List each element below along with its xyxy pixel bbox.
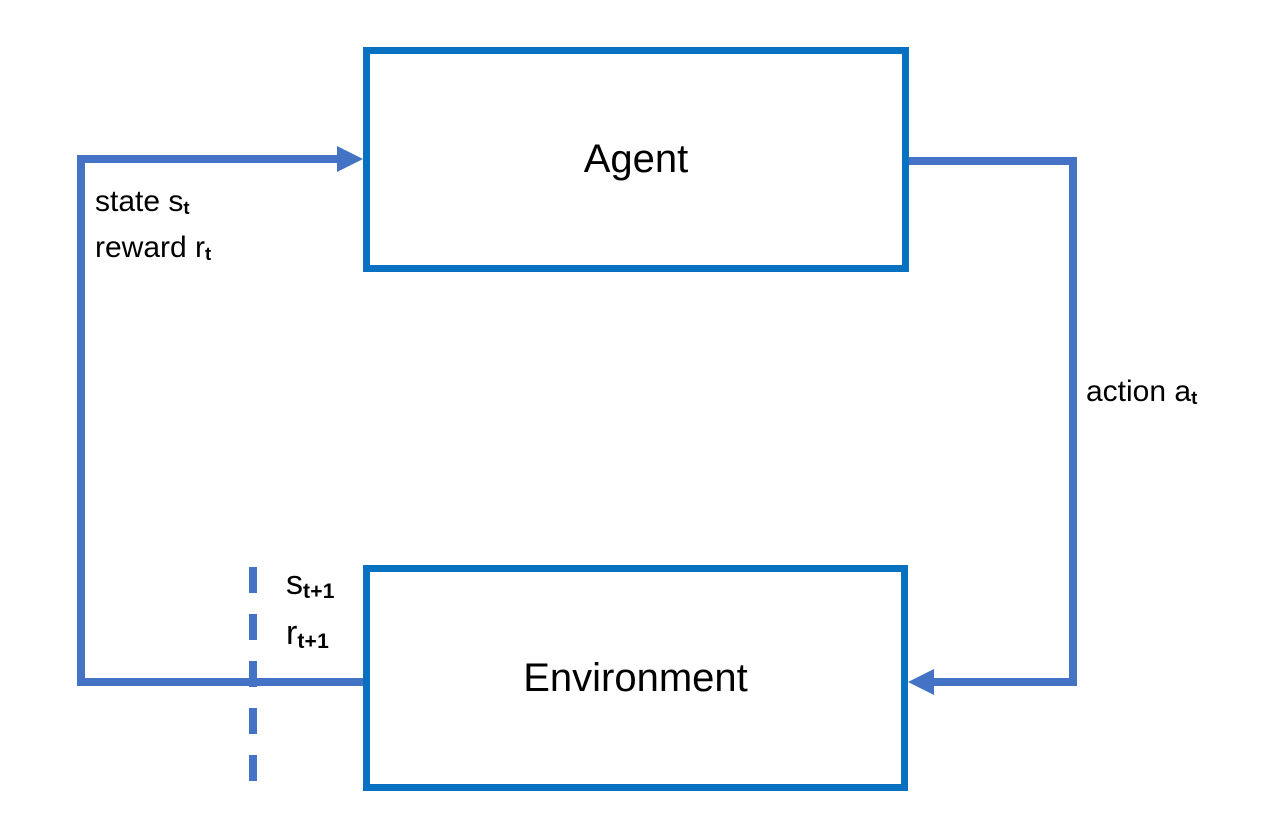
environment-node: Environment: [363, 565, 908, 791]
state-label-line: state st: [95, 185, 190, 219]
reward-label-line: reward rt: [95, 231, 212, 265]
action-label: action at: [1086, 375, 1198, 409]
reward-subscript: t: [205, 243, 212, 265]
time-step-dashed-line: [249, 567, 257, 791]
state-subscript: t: [183, 197, 190, 219]
next-state-label: st+1: [286, 564, 335, 603]
agent-node: Agent: [363, 47, 909, 272]
next-reward-label: rt+1: [286, 614, 330, 653]
next-reward-subscript: t+1: [297, 629, 330, 653]
state-loop-top-line: [77, 155, 339, 163]
arrowhead-into-environment-icon: [908, 669, 934, 695]
state-loop-bottom-line: [77, 678, 363, 686]
action-loop-bottom-line: [934, 678, 1077, 686]
state-reward-label: state st reward rt: [95, 180, 211, 272]
action-loop-top-line: [909, 157, 1077, 165]
state-loop-left-line: [77, 155, 85, 686]
agent-node-label: Agent: [583, 137, 689, 181]
next-state-subscript: t+1: [303, 579, 335, 603]
action-loop-right-line: [1069, 157, 1077, 686]
environment-node-label: Environment: [523, 655, 748, 700]
arrowhead-into-agent-icon: [337, 146, 363, 172]
action-subscript: t: [1191, 387, 1198, 409]
